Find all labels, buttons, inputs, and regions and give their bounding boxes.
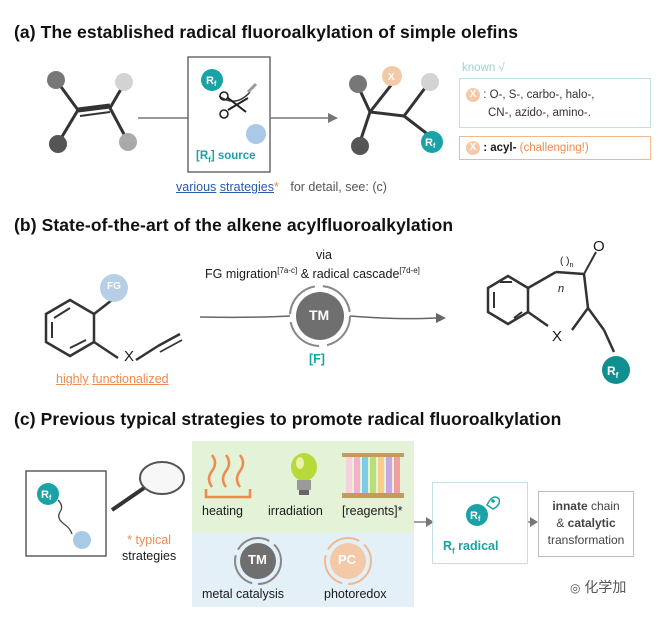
section-c-title: (c) Previous typical strategies to promo…: [14, 409, 562, 429]
substrate-b: [44, 274, 183, 362]
fg-label: FG: [107, 281, 121, 292]
svg-text:Rf: Rf: [425, 137, 436, 150]
paren-n-label: ( )n: [560, 256, 574, 269]
tm-label: TM: [309, 307, 330, 323]
rf-radical-icon: Rf: [466, 496, 501, 526]
known-label: known √: [462, 62, 505, 74]
arrow-head: [426, 517, 434, 527]
typical-strategies-label: * typical strategies: [122, 533, 177, 563]
svg-text:Rf: Rf: [470, 510, 481, 523]
heating-icon: [204, 454, 252, 499]
substituent-dot: [49, 135, 67, 153]
photoredox-label: photoredox: [324, 587, 387, 601]
pc-label: PC: [338, 552, 357, 567]
irradiation-label: irradiation: [268, 504, 323, 518]
strategies-upper-panel: heating irradiation [reagents]*: [192, 441, 414, 533]
svg-text:Rf: Rf: [41, 489, 52, 502]
highly-functionalized-label: highly functionalized: [56, 372, 169, 386]
known-line-1: X : O-, S-, carbo-, halo-,: [466, 88, 594, 102]
via-label: via: [316, 248, 332, 262]
substituent-dot: [47, 71, 65, 89]
known-box: X : O-, S-, carbo-, halo-, CN-, azido-, …: [459, 78, 651, 128]
section-b-title: (b) State-of-the-art of the alkene acylf…: [14, 215, 454, 235]
metal-catalysis-label: metal catalysis: [202, 587, 284, 601]
rf-source-label: [Rf] source: [196, 150, 256, 165]
tm-label-c: TM: [248, 552, 267, 567]
catalytic-cycle: [289, 285, 351, 347]
rf-radical-label: Rf radical: [443, 539, 499, 556]
rf-source-box: [187, 56, 271, 173]
known-line-2: CN-, azido-, amino-.: [488, 107, 591, 119]
arrow-head: [436, 313, 446, 323]
acyl-line: X : acyl- (challenging!): [466, 141, 589, 155]
ring-size-label: n: [558, 283, 565, 295]
x-circle-icon: X: [466, 141, 480, 155]
carbonyl-o-label: O: [593, 238, 605, 255]
rf-circle: [37, 483, 59, 505]
arrow-head: [328, 113, 338, 123]
product-a: X Rf: [349, 66, 443, 155]
product-b: Rf: [486, 251, 630, 384]
heating-label: heating: [202, 504, 244, 518]
f-label: [F]: [309, 352, 325, 366]
arrow-line: [199, 315, 291, 319]
substituent-dot: [119, 133, 137, 151]
svg-text:Rf: Rf: [607, 364, 619, 380]
strategies-lower-panel: TM PC metal catalysis photoredox: [192, 533, 414, 607]
test-tubes-icon: [342, 453, 404, 498]
bond-wavy: [57, 499, 73, 535]
x-label: X: [124, 348, 135, 365]
rf-radical-box: Rf Rf radical: [432, 482, 528, 564]
scissors-icon: [218, 82, 258, 119]
source-dot: [73, 531, 91, 549]
svg-text:X: X: [388, 72, 395, 83]
tm-catalyst-circle: [296, 292, 344, 340]
wechat-icon: ◎: [570, 581, 581, 595]
source-dot: [246, 124, 266, 144]
various-strategies-label: various strategies* for detail, see: (c): [176, 180, 387, 194]
innate-chain-box: innate chain & catalytic transformation: [538, 491, 634, 557]
ring-x-label: X: [552, 328, 563, 345]
photoredox-icon: [324, 537, 372, 585]
via-routes-label: FG migration[7a-c] & radical cascade[7d-…: [205, 266, 420, 282]
rf-label: Rf: [206, 75, 217, 88]
alkene-a: [47, 71, 137, 153]
rf-circle: [201, 69, 223, 91]
arrow-head: [530, 517, 538, 527]
substituent-dot: [115, 73, 133, 91]
acyl-box: X : acyl- (challenging!): [459, 136, 651, 160]
section-a-title: (a) The established radical fluoroalkyla…: [14, 22, 519, 42]
tm-catalysis-icon: [234, 537, 282, 585]
reagents-label: [reagents]*: [342, 504, 403, 518]
lightbulb-icon: [291, 453, 317, 495]
watermark: ◎ 化学加: [570, 579, 627, 595]
rf-source-box-c: [25, 470, 107, 557]
arrow-line: [349, 315, 437, 320]
magnifier-icon: [110, 461, 185, 512]
x-circle-icon: X: [466, 88, 480, 102]
